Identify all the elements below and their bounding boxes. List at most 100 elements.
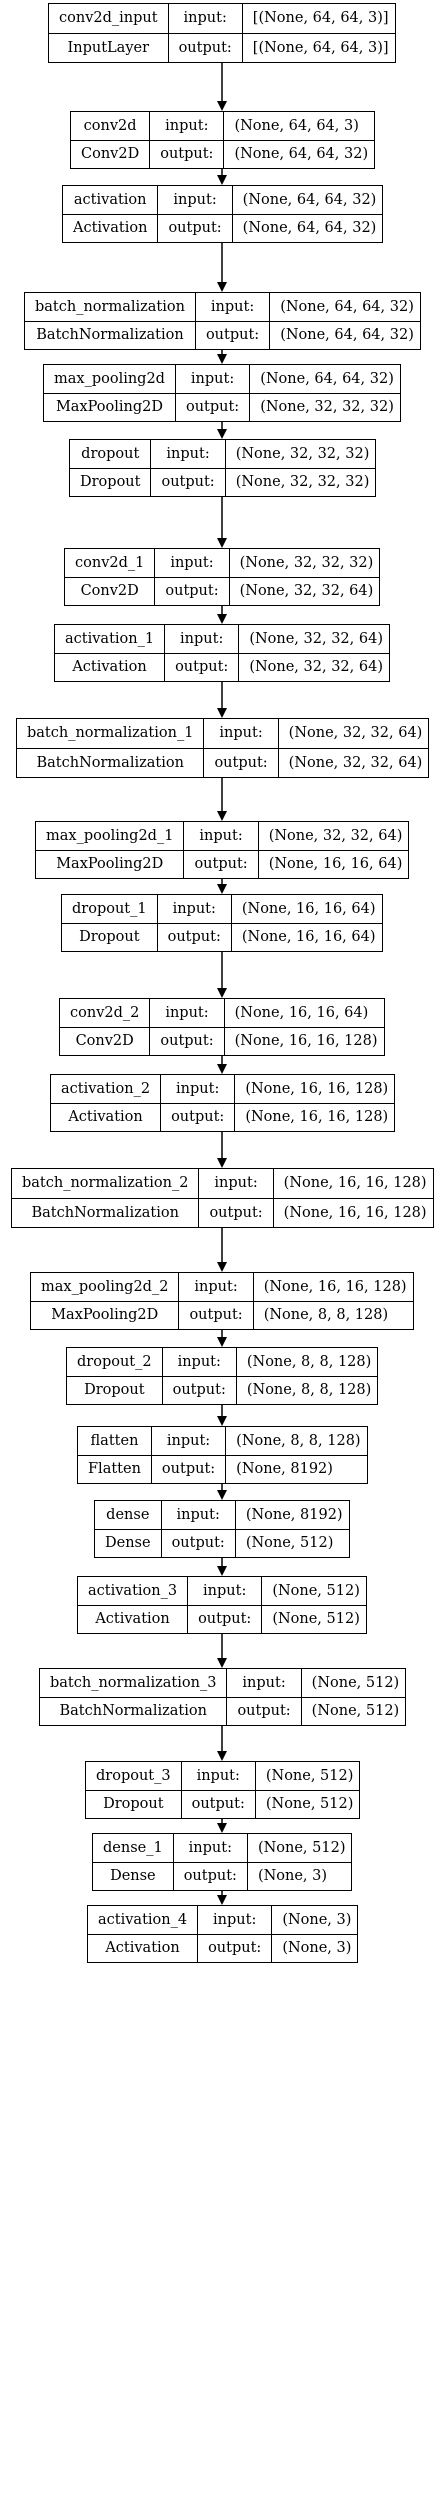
output-shape: (None, 32, 32, 64): [278, 747, 429, 778]
layer-type: MaxPooling2D: [44, 392, 175, 422]
io-labels: input:output:: [157, 186, 232, 242]
output-shape: (None, 32, 32, 64): [239, 652, 389, 682]
output-shape: (None, 3): [247, 1861, 352, 1891]
io-labels: input: output:: [194, 293, 270, 350]
output-shape: (None, 512): [255, 1789, 360, 1819]
layer-name: dropout_2: [77, 1353, 152, 1370]
io-labels: input:output:: [156, 895, 231, 951]
layer-name: dense: [106, 1506, 150, 1523]
layer-name: max_pooling2d_1: [46, 827, 174, 844]
input-label: input:: [165, 117, 209, 134]
io-labels: input:output:: [172, 1834, 247, 1890]
input-shape: (None, 512): [311, 1674, 400, 1691]
output-label: output:: [204, 747, 278, 778]
layer-name: conv2d: [83, 117, 137, 134]
output-shape: (None, 64, 64, 32): [232, 213, 383, 243]
io-labels: input: output:: [160, 1075, 235, 1132]
output-shape: (None, 16, 16, 128): [224, 1026, 384, 1056]
input-label: input:: [170, 554, 214, 571]
layer-name: batch_normalization_3: [50, 1674, 217, 1691]
io-shapes: (None, 32, 32, 32)(None, 32, 32, 32): [224, 440, 376, 496]
output-shape: (None, 3): [272, 1933, 358, 1963]
input-shape: (None, 8, 8, 128): [236, 1432, 361, 1449]
input-label: input:: [176, 1080, 220, 1097]
io-shapes: (None, 512)(None, 3): [246, 1834, 352, 1891]
input-label: input:: [210, 298, 255, 315]
input-label: input:: [203, 1582, 247, 1599]
input-shape: (None, 32, 32, 64): [268, 827, 403, 844]
io-shapes: (None, 16, 16, 128)(None, 16, 16, 128): [272, 1169, 433, 1228]
io-shapes: (None, 8, 8, 128)(None, 8, 8, 128): [235, 1348, 378, 1405]
output-label: output:: [195, 320, 270, 350]
layer-type: Dense: [95, 1528, 161, 1558]
layer-name: activation: [73, 191, 147, 208]
output-shape: (None, 64, 64, 32): [224, 139, 375, 169]
output-label: output:: [165, 652, 239, 682]
output-label: output:: [227, 1696, 301, 1726]
output-label: output:: [151, 467, 225, 497]
layer-name: activation_2: [61, 1080, 151, 1097]
io-labels: input:output:: [203, 719, 278, 778]
output-label: output:: [199, 1197, 273, 1228]
io-shapes: (None, 512)(None, 512): [300, 1669, 406, 1725]
io-shapes: (None, 8, 8, 128)(None, 8192): [225, 1427, 367, 1483]
layer-name: dense_1: [103, 1839, 163, 1856]
input-label: input:: [165, 1004, 209, 1021]
arrowhead-icon: [217, 175, 227, 185]
io-shapes: (None, 512)(None, 512): [254, 1762, 360, 1819]
layer-name: conv2d_2: [70, 1004, 140, 1021]
output-shape: (None, 16, 16, 128): [273, 1197, 433, 1228]
output-label: output:: [188, 1604, 262, 1634]
arrowhead-icon: [217, 1158, 227, 1168]
io-shapes: (None, 16, 16, 64) (None, 16, 16, 128): [223, 999, 384, 1056]
layer-name: max_pooling2d_2: [41, 1278, 169, 1295]
output-label: output:: [175, 392, 250, 422]
layer-name: max_pooling2d: [54, 370, 165, 387]
io-labels: input:output:: [226, 1669, 301, 1726]
io-shapes: (None, 32, 32, 64)(None, 32, 32, 64): [277, 719, 429, 778]
input-shape: (None, 32, 32, 64): [249, 630, 383, 647]
layer-name: dropout_1: [72, 900, 147, 917]
layer-name: activation_3: [88, 1582, 178, 1599]
arrowhead-icon: [217, 538, 227, 548]
output-shape: (None, 8, 8, 128): [236, 1375, 378, 1405]
input-label: input:: [213, 1911, 257, 1928]
arrowhead-icon: [217, 614, 227, 624]
input-shape: (None, 32, 32, 32): [235, 445, 370, 462]
output-label: output:: [181, 1789, 255, 1819]
output-label: output:: [161, 1102, 235, 1132]
layer-type: MaxPooling2D: [31, 1300, 179, 1330]
input-shape: (None, 16, 16, 64): [234, 1004, 369, 1021]
layer-name: activation_4: [98, 1911, 188, 1928]
layer-type: Conv2D: [71, 139, 150, 169]
input-label: input:: [166, 445, 210, 462]
input-shape: (None, 8192): [245, 1506, 343, 1523]
output-label: output:: [150, 139, 224, 169]
layer-name: batch_normalization_2: [22, 1175, 189, 1192]
arrowhead-icon: [217, 708, 227, 718]
input-label: input:: [177, 1353, 221, 1370]
layer-name: flatten: [90, 1432, 139, 1449]
io-shapes: (None, 32, 32, 32)(None, 32, 32, 64): [228, 549, 380, 605]
